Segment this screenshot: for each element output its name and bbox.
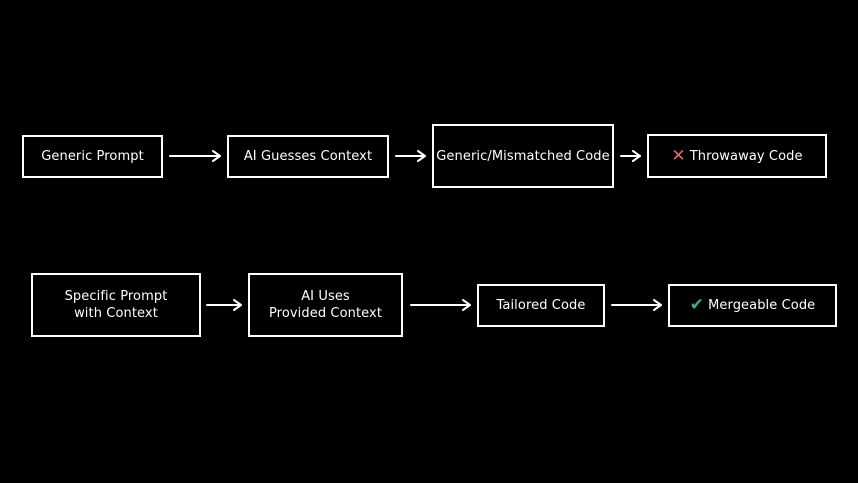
ai-guesses-context-label: AI Guesses Context	[243, 149, 373, 164]
cross-mark-icon: ✕	[671, 145, 686, 166]
throwaway-code-label: Throwaway Code	[689, 148, 803, 164]
generic-mismatched-code-label: Generic/Mismatched Code	[436, 148, 610, 164]
specific-prompt-label-line2: with Context	[74, 306, 158, 321]
throwaway-code-box: ✕ Throwaway Code	[647, 134, 827, 178]
generic-mismatched-code-box: Generic/Mismatched Code	[432, 124, 614, 188]
ai-uses-provided-context-box: AI Uses Provided Context	[248, 273, 403, 337]
ai-uses-label-line1: AI Uses	[301, 289, 350, 304]
arrow-icon	[206, 299, 242, 311]
generic-prompt-box: Generic Prompt	[22, 135, 163, 178]
tailored-code-label: Tailored Code	[496, 298, 586, 313]
specific-prompt-box: Specific Prompt with Context	[31, 273, 201, 337]
ai-guesses-context-box: AI Guesses Context	[227, 135, 389, 178]
mergeable-code-box: ✔ Mergeable Code	[668, 284, 837, 327]
arrow-icon	[410, 299, 471, 311]
mergeable-code-label: Mergeable Code	[708, 298, 816, 313]
generic-prompt-label: Generic Prompt	[41, 149, 144, 164]
arrow-icon	[611, 299, 662, 311]
arrow-icon	[620, 150, 641, 162]
check-mark-icon: ✔	[689, 295, 705, 315]
tailored-code-box: Tailored Code	[477, 284, 605, 327]
ai-uses-label-line2: Provided Context	[268, 306, 383, 321]
specific-prompt-label-line1: Specific Prompt	[64, 289, 168, 304]
arrow-icon	[395, 150, 426, 162]
arrow-icon	[169, 150, 221, 162]
